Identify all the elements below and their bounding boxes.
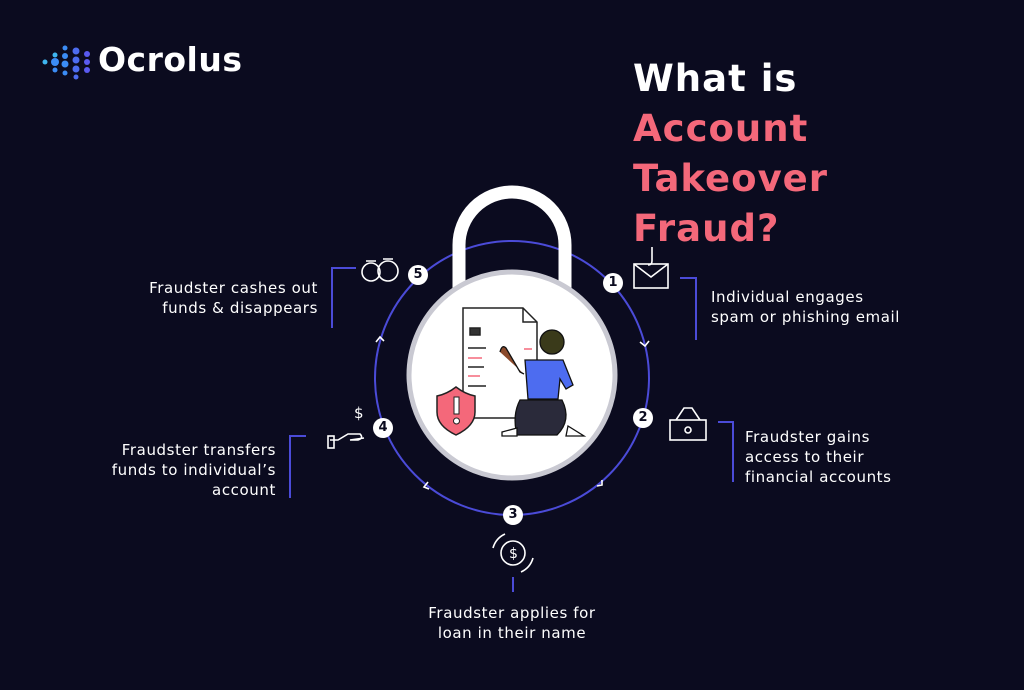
svg-text:$: $ xyxy=(354,404,364,422)
svg-text:$: $ xyxy=(509,546,518,562)
step-2-badge: 2 xyxy=(633,408,653,428)
step-1-badge: 1 xyxy=(603,273,623,293)
step-2-line: access to their xyxy=(745,448,865,466)
ring-arrows xyxy=(375,335,650,490)
step-1-text: Individual engages spam or phishing emai… xyxy=(711,287,900,327)
step-4-line: Fraudster transfers xyxy=(121,441,276,459)
step-5-badge: 5 xyxy=(408,265,428,285)
step-3-line: Fraudster applies for xyxy=(428,604,596,622)
step-4-line: funds to individual’s xyxy=(111,461,276,479)
warning-shield-icon xyxy=(436,386,476,436)
brand-logo-text: Ocrolus xyxy=(98,40,243,79)
step-4-line: account xyxy=(212,481,276,499)
dollar-cycle-icon xyxy=(492,533,534,573)
step-3-badge: 3 xyxy=(503,505,523,525)
step-2-line: Fraudster gains xyxy=(745,428,870,446)
step-5-line: Fraudster cashes out xyxy=(149,279,318,297)
hand-dollar-icon xyxy=(327,433,365,449)
step-5-line: funds & disappears xyxy=(162,299,318,317)
hacker-laptop-icon xyxy=(669,407,707,441)
padlock-shackle xyxy=(452,185,572,300)
step-3-text: Fraudster applies for loan in their name xyxy=(412,603,612,643)
step-2-line: financial accounts xyxy=(745,468,892,486)
step-1-line: spam or phishing email xyxy=(711,308,901,326)
step-2-text: Fraudster gains access to their financia… xyxy=(745,427,892,487)
title-accent: Account xyxy=(633,107,809,150)
step-5-text: Fraudster cashes out funds & disappears xyxy=(118,278,318,318)
step-4-text: Fraudster transfers funds to individual’… xyxy=(76,440,276,500)
step-4-badge: 4 xyxy=(373,418,393,438)
title-line2: Takeover Fraud? xyxy=(633,157,829,250)
page-title: What is Account Takeover Fraud? xyxy=(633,54,968,254)
person-illustration xyxy=(499,329,587,437)
title-prefix: What is xyxy=(633,57,798,100)
step-3-line: loan in their name xyxy=(437,624,587,642)
connector-lines xyxy=(289,267,734,592)
phishing-email-icon xyxy=(633,247,669,289)
money-bags-icon xyxy=(361,258,399,282)
step-1-line: Individual engages xyxy=(711,288,864,306)
ocrolus-logo-icon xyxy=(42,45,90,80)
